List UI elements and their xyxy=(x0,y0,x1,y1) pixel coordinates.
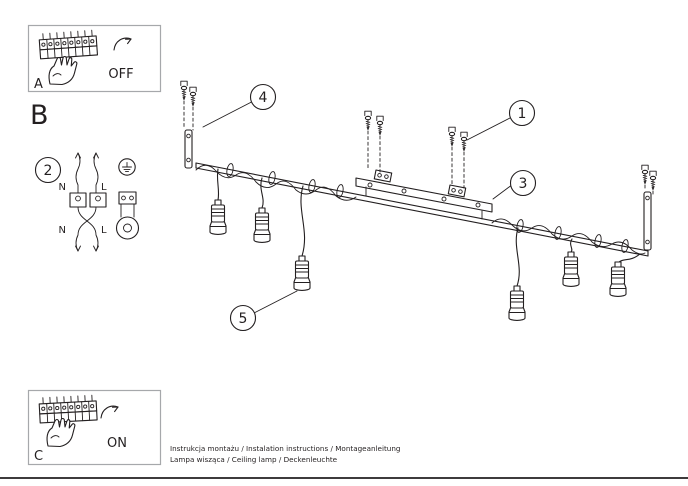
pendant-4 xyxy=(508,227,526,321)
rotate-arrow-icon xyxy=(100,405,119,419)
power-on-label: ON xyxy=(107,436,127,451)
mounting-plate xyxy=(355,169,493,220)
callout-5-number: 5 xyxy=(239,311,248,327)
terminal-label-l-bottom: L xyxy=(101,225,107,236)
callout-2-number: 2 xyxy=(44,163,53,179)
ceiling-rail xyxy=(195,162,649,257)
right-mount-bracket xyxy=(643,191,652,251)
rotate-arrow-icon xyxy=(113,37,132,51)
left-mount-bracket xyxy=(184,129,193,169)
terminal-strip-icon xyxy=(38,29,99,60)
terminal-label-l-top: L xyxy=(101,182,107,193)
pendant-5 xyxy=(562,238,580,287)
callout-4: 4 xyxy=(202,83,277,128)
left-mount-screws xyxy=(180,80,197,131)
cable-clamp-icon xyxy=(115,191,140,240)
wiring-diagram: 2 N L N L xyxy=(34,152,140,252)
panel-a: OFF A xyxy=(27,24,162,93)
pendant-6 xyxy=(609,253,641,297)
section-b-label: B xyxy=(30,100,49,131)
panel-c: ON C xyxy=(27,389,162,466)
terminal-label-n-top: N xyxy=(59,182,66,193)
pendant-1 xyxy=(209,168,227,235)
footer-product-line: Lampa wisząca / Ceiling lamp / Deckenleu… xyxy=(170,455,338,464)
footer: Instrukcja montażu / Instalation instruc… xyxy=(0,444,688,479)
wire-connectors xyxy=(69,192,107,208)
callout-3-number: 3 xyxy=(519,176,528,192)
panel-c-label: C xyxy=(34,449,43,464)
pendant-2 xyxy=(253,177,271,243)
pendant-3 xyxy=(293,185,311,291)
callout-3: 3 xyxy=(492,169,537,200)
ground-symbol-icon xyxy=(118,158,136,176)
callout-4-number: 4 xyxy=(259,90,268,106)
supply-wires xyxy=(75,152,99,252)
ceiling-hooks-right-pair xyxy=(448,126,468,189)
callout-1: 1 xyxy=(466,99,536,141)
terminal-label-n-bottom: N xyxy=(59,225,66,236)
callout-2: 2 xyxy=(34,156,62,184)
hand-icon xyxy=(48,55,78,86)
footer-instructions-line: Instrukcja montażu / Instalation instruc… xyxy=(170,444,400,453)
power-off-label: OFF xyxy=(108,67,133,82)
ceiling-hooks-left-pair xyxy=(364,110,384,173)
callout-1-number: 1 xyxy=(518,106,527,122)
terminal-strip-icon xyxy=(38,394,98,424)
right-mount-screws xyxy=(641,164,657,197)
panel-a-label: A xyxy=(34,77,43,92)
callout-5: 5 xyxy=(229,290,298,332)
lamp-assembly-illustration: 4 1 3 5 xyxy=(180,80,657,332)
